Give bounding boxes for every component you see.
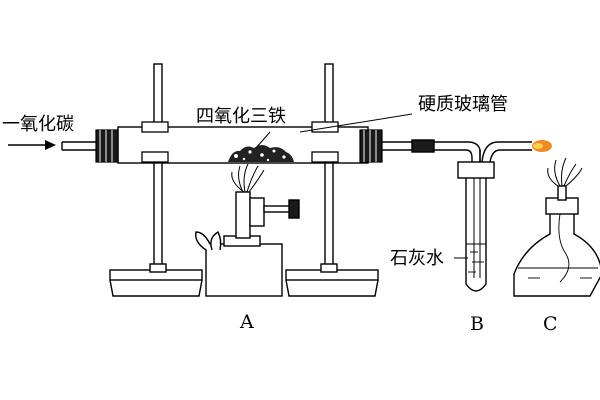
limewater-liquid (466, 243, 486, 273)
burner-a (195, 191, 300, 297)
gas-inflow-arrow (8, 140, 56, 150)
iron-oxide-powder (228, 145, 294, 162)
alcohol-lamp-c-liquid (518, 213, 598, 283)
label-iron-oxide: 四氧化三铁 (196, 106, 286, 127)
alcohol-lamp-c (513, 185, 600, 297)
label-limewater: 石灰水 (390, 248, 444, 269)
label-apparatus-a: A (239, 311, 254, 333)
label-hard-glass-tube: 硬质玻璃管 (418, 94, 508, 115)
tube-clamps (141, 121, 339, 163)
outlet-tube (382, 139, 532, 163)
leader-lines (255, 113, 413, 149)
right-rubber-stopper (359, 129, 383, 163)
inlet-tube (61, 141, 96, 151)
right-iron-stand (285, 63, 379, 297)
left-rubber-stopper (95, 129, 119, 163)
outlet-flame (532, 140, 552, 152)
label-apparatus-b: B (470, 313, 484, 335)
burner-a-flame (231, 163, 265, 193)
label-apparatus-c: C (543, 313, 558, 335)
left-iron-stand (109, 63, 203, 297)
alcohol-lamp-c-flame (547, 157, 583, 187)
label-carbon-monoxide: 一氧化碳 (2, 114, 74, 135)
